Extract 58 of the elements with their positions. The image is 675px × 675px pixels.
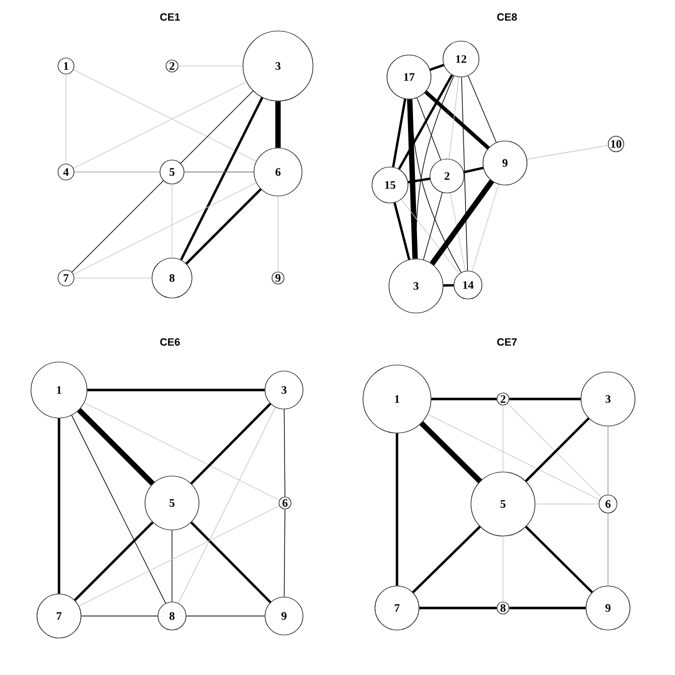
edge-line: [74, 521, 154, 602]
edge-line: [73, 69, 257, 162]
edge-line: [427, 414, 600, 500]
edge-line: [525, 417, 590, 482]
edge-line: [87, 388, 265, 392]
edge-line: [400, 199, 460, 274]
edge-line: [58, 418, 60, 594]
panel-title: CE7: [497, 338, 517, 346]
edge-line: [410, 98, 462, 273]
edge-line: [78, 505, 280, 606]
edge-line: [393, 202, 410, 260]
panel-title: CE8: [497, 13, 517, 21]
edge-line: [408, 178, 430, 184]
edge-line: [392, 98, 406, 168]
edge-line: [464, 166, 484, 174]
edge-line: [461, 76, 468, 272]
edge-line: [186, 188, 262, 264]
edge-line: [507, 403, 602, 498]
edge-line: [190, 522, 272, 604]
edge-line: [180, 97, 264, 260]
edge-line: [419, 606, 497, 610]
edge-line: [443, 284, 454, 287]
edge-line: [415, 75, 454, 260]
edge-line: [423, 192, 443, 260]
edge-line: [526, 145, 608, 160]
edge-line: [431, 398, 497, 400]
edge-line: [72, 180, 164, 272]
edge-line: [502, 536, 504, 602]
edge-line: [77, 408, 155, 486]
edge-line: [284, 508, 286, 598]
edge-line: [284, 408, 286, 498]
edge-line: [190, 402, 272, 484]
edge-line: [73, 182, 257, 275]
edge-line: [180, 90, 254, 164]
edge-line: [419, 421, 482, 484]
panel-title: CE6: [160, 338, 180, 346]
edge-line: [73, 81, 247, 169]
edge-line: [472, 184, 499, 272]
panel-title: CE1: [160, 13, 180, 21]
edge-line: [468, 76, 497, 143]
edge-line: [84, 402, 280, 501]
edge-line: [448, 76, 460, 160]
edge-line: [450, 192, 466, 272]
edge-line: [509, 606, 586, 610]
edge-line: [398, 74, 454, 170]
edge-line: [178, 406, 276, 604]
edge-line: [416, 97, 442, 160]
edge-line: [412, 526, 481, 594]
edge-line: [407, 99, 418, 259]
edge-line: [509, 398, 581, 400]
edge-line: [525, 526, 593, 594]
edge-line: [424, 90, 490, 150]
edge-line: [502, 404, 504, 472]
edge-line: [430, 64, 444, 71]
edge-line: [71, 414, 166, 604]
edge-line: [396, 433, 398, 586]
edge-line: [430, 179, 494, 266]
edge-line: [275, 101, 281, 148]
